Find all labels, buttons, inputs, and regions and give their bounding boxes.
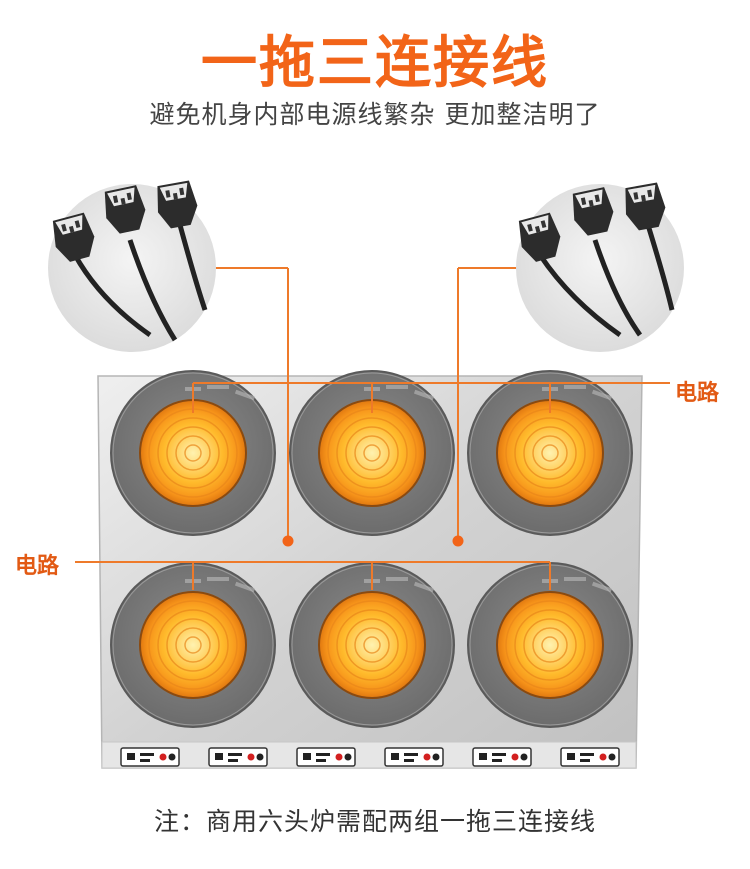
control-panel-icon (560, 747, 620, 767)
circuit-lines (75, 267, 670, 590)
plug-bubble-left (48, 179, 216, 352)
control-panel-icon (120, 747, 180, 767)
junction-dot (452, 535, 464, 547)
page-subtitle: 避免机身内部电源线繁杂 更加整洁明了 (149, 100, 601, 129)
circuit-label-left: 电路 (15, 554, 60, 579)
plug-bubble-right (514, 181, 684, 352)
page-title: 一拖三连接线 (201, 31, 549, 96)
junction-dot (282, 535, 294, 547)
control-panel-icon (208, 747, 268, 767)
control-strip (101, 741, 637, 769)
circuit-label-right: 电路 (675, 381, 720, 406)
footer-note: 注：商用六头炉需配两组一拖三连接线 (153, 807, 596, 836)
control-panel-icon (384, 747, 444, 767)
control-panel-icon (296, 747, 356, 767)
control-panel-icon (472, 747, 532, 767)
